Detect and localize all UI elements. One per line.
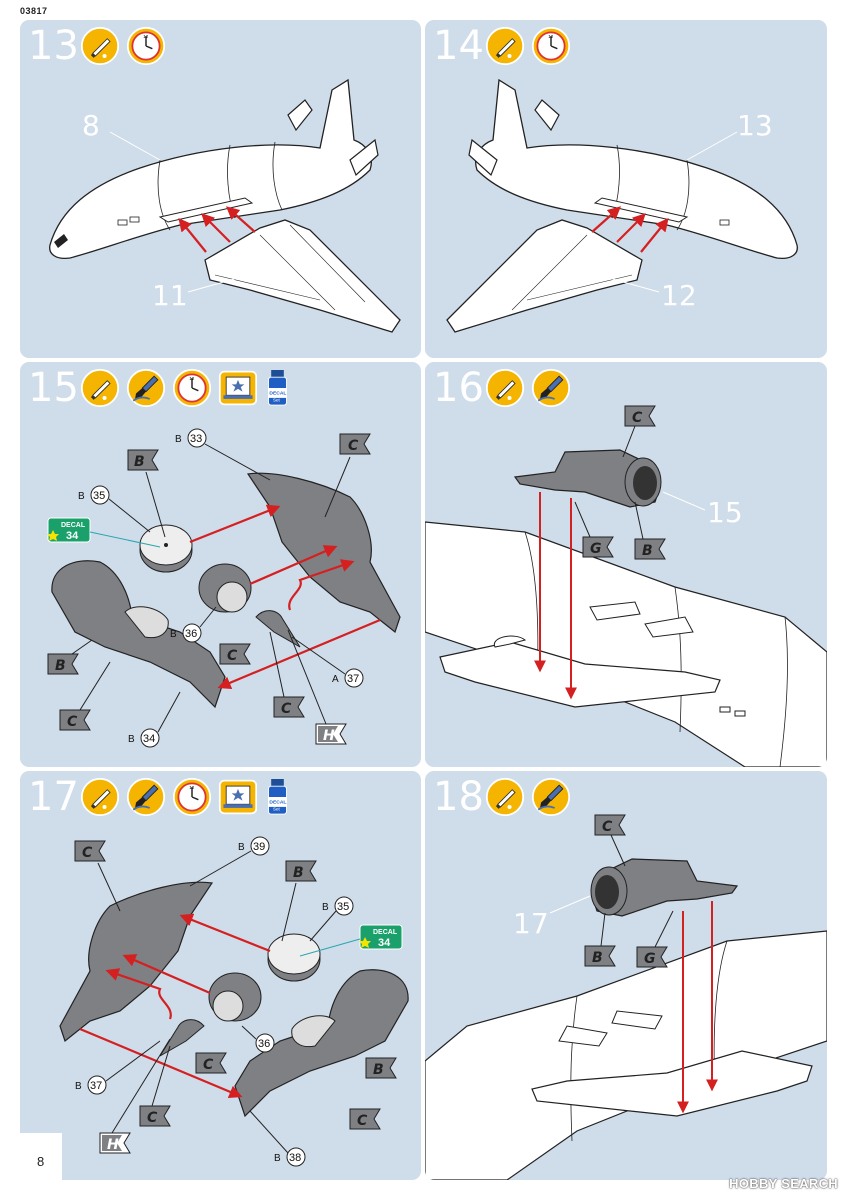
svg-text:C: C <box>147 1110 158 1126</box>
svg-text:B: B <box>170 629 177 640</box>
sprue-flag-c: C <box>74 840 106 862</box>
svg-text:B: B <box>642 543 653 559</box>
svg-text:DECAL: DECAL <box>373 929 398 936</box>
svg-text:C: C <box>203 1057 214 1073</box>
svg-text:C: C <box>357 1113 368 1129</box>
part-36: 36 <box>258 1038 270 1050</box>
page-number: 8 <box>37 1154 45 1169</box>
svg-text:C: C <box>281 701 292 717</box>
decal-badge: DECAL 34 <box>47 517 91 543</box>
step-17-panel: 17 C B B C C C H <box>20 771 421 1180</box>
svg-text:B: B <box>322 902 329 913</box>
svg-text:B: B <box>55 658 66 674</box>
svg-text:34: 34 <box>66 530 79 542</box>
step-number: 16 <box>433 365 484 411</box>
part-38: 38 <box>289 1152 301 1164</box>
part-label-15: 15 <box>707 496 743 529</box>
step-14-panel: 14 13 12 <box>425 20 827 358</box>
part-35: 35 <box>337 901 349 913</box>
part-label-12: 12 <box>661 279 697 312</box>
part-flag-c: C <box>594 814 626 836</box>
sprue-flag-c: C <box>195 1052 227 1074</box>
assembly-drawing: 13 12 <box>446 78 798 333</box>
sprue-flag-b: B <box>47 653 79 675</box>
assembly-drawing: C B G 17 <box>425 814 827 1180</box>
part-label-13: 13 <box>737 109 773 142</box>
sprue-flag-h: H <box>315 723 347 745</box>
svg-text:H: H <box>323 728 335 744</box>
svg-text:A: A <box>332 674 339 685</box>
part-flag-g: G <box>636 946 668 968</box>
part-39: 39 <box>253 841 265 853</box>
part-label-8: 8 <box>82 109 100 142</box>
step-number: 17 <box>28 774 79 820</box>
assembly-drawing: C B B C C C H DECAL 34 B 39 B 35 36 B 37… <box>59 836 409 1167</box>
sprue-flag-c: C <box>273 696 305 718</box>
sprue-flag-c: C <box>349 1108 381 1130</box>
step-18-panel: 18 C B G 17 <box>425 771 827 1180</box>
svg-text:G: G <box>644 951 656 967</box>
watermark: HOBBY SEARCH <box>729 1176 838 1191</box>
svg-text:B: B <box>293 865 304 881</box>
assembly-drawing: 8 11 <box>49 78 401 333</box>
svg-text:B: B <box>274 1153 281 1164</box>
assembly-drawing: B C B C C C H DECAL 34 B 33 B 35 B 36 A … <box>47 428 401 748</box>
svg-text:B: B <box>175 434 182 445</box>
assembly-drawing: C G B 15 <box>425 405 827 767</box>
part-33: 33 <box>190 433 202 445</box>
sprue-flag-c: C <box>139 1105 171 1127</box>
sprue-flag-c: C <box>59 709 91 731</box>
step-number: 13 <box>28 23 79 69</box>
kit-code: 03817 <box>20 6 48 16</box>
svg-text:G: G <box>590 541 602 557</box>
part-35: 35 <box>93 490 105 502</box>
svg-text:C: C <box>67 714 78 730</box>
fuselage-part <box>49 78 372 260</box>
svg-text:B: B <box>373 1062 384 1078</box>
sprue-flag-b: B <box>127 449 159 471</box>
sprue-flag-b: B <box>365 1057 397 1079</box>
step-number: 14 <box>433 23 484 69</box>
step-15-panel: 15 B C B C C C <box>20 362 421 767</box>
svg-text:C: C <box>227 648 238 664</box>
step-number: 18 <box>433 774 484 820</box>
part-36: 36 <box>185 628 197 640</box>
decal-badge: DECAL 34 <box>359 924 403 950</box>
sprue-flag-h: H <box>99 1132 131 1154</box>
part-label-11: 11 <box>152 279 188 312</box>
svg-text:C: C <box>348 438 359 454</box>
svg-text:C: C <box>82 845 93 861</box>
step-16-panel: 16 C G B 15 <box>425 362 827 767</box>
sprue-flag-b: B <box>285 860 317 882</box>
part-flag-c: C <box>624 405 656 427</box>
sprue-flag-c: C <box>219 643 251 665</box>
svg-text:B: B <box>134 454 145 470</box>
sprue-flag-c: C <box>339 433 371 455</box>
svg-text:B: B <box>128 734 135 745</box>
svg-text:B: B <box>78 491 85 502</box>
part-34: 34 <box>143 733 155 745</box>
svg-text:C: C <box>632 410 643 426</box>
svg-text:B: B <box>592 950 603 966</box>
part-flag-b: B <box>584 945 616 967</box>
step-13-panel: 13 8 11 <box>20 20 421 358</box>
svg-text:DECAL: DECAL <box>61 522 86 529</box>
part-label-17: 17 <box>513 907 549 940</box>
svg-text:C: C <box>602 819 613 835</box>
svg-text:34: 34 <box>378 937 391 949</box>
svg-text:B: B <box>238 842 245 853</box>
svg-text:H: H <box>107 1137 119 1153</box>
part-flag-b: B <box>634 538 666 560</box>
part-flag-g: G <box>582 536 614 558</box>
part-37: 37 <box>90 1080 102 1092</box>
wing-part <box>204 219 401 333</box>
part-37: 37 <box>347 673 359 685</box>
svg-text:B: B <box>75 1081 82 1092</box>
page-number-box: 8 <box>0 1133 62 1200</box>
step-number: 15 <box>28 365 79 411</box>
